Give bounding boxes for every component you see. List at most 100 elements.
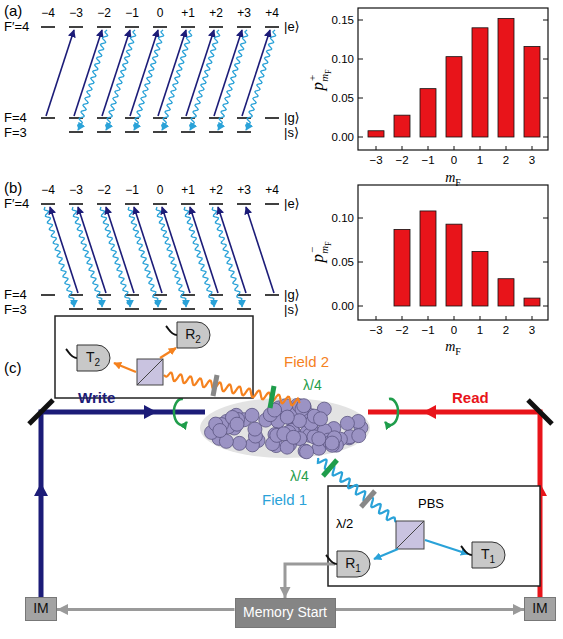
energy-level (41, 26, 55, 28)
text-label: (c) (4, 360, 22, 377)
axis-symbol: m (318, 74, 330, 82)
text-label: 3 (529, 154, 535, 167)
tick (543, 59, 548, 60)
axis-symbol: m (445, 339, 455, 354)
energy-level (41, 117, 55, 119)
energy-level (237, 203, 251, 205)
energy-level (265, 203, 279, 205)
axis-symbol: p (309, 82, 328, 91)
decay-arrow (78, 30, 108, 130)
plot-frame (358, 8, 548, 150)
node-label: T2 (75, 344, 111, 372)
text-label: |s⟩ (284, 126, 299, 140)
decay-arrow (184, 207, 214, 307)
energy-level (153, 203, 167, 205)
text-label: 0.10 (332, 212, 354, 225)
energy-level (125, 203, 139, 205)
tick (532, 316, 533, 320)
pbs-cube (396, 521, 424, 549)
tick (428, 146, 429, 150)
bar (446, 57, 462, 137)
decay-arrow (246, 30, 276, 130)
text-label: |s⟩ (284, 303, 299, 317)
bar (420, 89, 436, 137)
text-label: Field 1 (262, 492, 307, 509)
energy-level (69, 203, 83, 205)
energy-level (181, 131, 195, 133)
text-label: 0.00 (332, 300, 354, 313)
subscript: 2 (95, 357, 101, 368)
signal-line (285, 564, 335, 598)
bar (394, 229, 410, 306)
text-label: 0 (451, 154, 457, 167)
text-label: +2 (209, 184, 223, 197)
bar (498, 279, 514, 306)
node-label: Memory Start (236, 599, 335, 627)
energy-level (97, 131, 111, 133)
text-label: F=4 (4, 111, 27, 125)
tick (376, 316, 377, 320)
tick (454, 316, 455, 320)
node-text: T (86, 350, 95, 365)
text-label: 3 (529, 324, 535, 337)
text-label: F=4 (4, 288, 27, 302)
detector-cable (166, 326, 177, 335)
axis-symbol: F (455, 177, 461, 188)
output-beam (114, 363, 136, 372)
pump-arrow (106, 207, 134, 293)
energy-level (209, 308, 223, 310)
text-label: F=3 (4, 126, 27, 140)
energy-level (181, 26, 195, 28)
pump-arrow (134, 207, 162, 293)
text-label: (b) (4, 180, 22, 197)
axis-title: mF (445, 338, 461, 354)
intensity-modulator-box: IM (524, 597, 556, 621)
detector-body (77, 345, 110, 371)
bar (472, 28, 488, 137)
energy-level (125, 308, 139, 310)
atom (248, 422, 262, 436)
half-wave-plate (213, 375, 217, 396)
energy-level (69, 26, 83, 28)
tick (506, 146, 507, 150)
tick (506, 316, 507, 320)
atom-cloud (200, 398, 370, 458)
pump-arrow (50, 207, 78, 293)
text-label: F′=4 (4, 197, 29, 211)
energy-level (69, 308, 83, 310)
detector: R2 (175, 321, 211, 349)
tick (454, 146, 455, 150)
detector: R1 (335, 550, 371, 578)
text-label: +4 (265, 184, 279, 197)
plot-frame (358, 185, 548, 320)
tick (480, 146, 481, 150)
text-label: 0.05 (332, 256, 354, 269)
energy-level (153, 308, 167, 310)
node-text: T (481, 547, 490, 562)
text-label: 2 (503, 154, 509, 167)
signal-line (336, 608, 525, 611)
tick (532, 146, 533, 150)
text-label: +1 (181, 7, 195, 20)
atom (230, 417, 244, 431)
tick (376, 146, 377, 150)
subscript: 2 (195, 334, 201, 345)
text-label: +3 (237, 184, 251, 197)
axis-symbol: F (325, 241, 334, 245)
memory-start-box: Memory Start (235, 598, 336, 628)
text-label: F=3 (4, 303, 27, 317)
pbs-diagonal (137, 359, 163, 385)
text-label: −2 (97, 7, 111, 20)
energy-level (69, 131, 83, 133)
atom (312, 432, 326, 446)
bar (498, 18, 514, 137)
mirror (528, 400, 552, 424)
atom (245, 408, 259, 422)
energy-level (125, 26, 139, 28)
pump-arrow (246, 207, 274, 293)
tick (543, 137, 548, 138)
atom (352, 429, 366, 443)
decay-arrow (162, 30, 192, 130)
axis-title: p−mF (309, 241, 328, 262)
